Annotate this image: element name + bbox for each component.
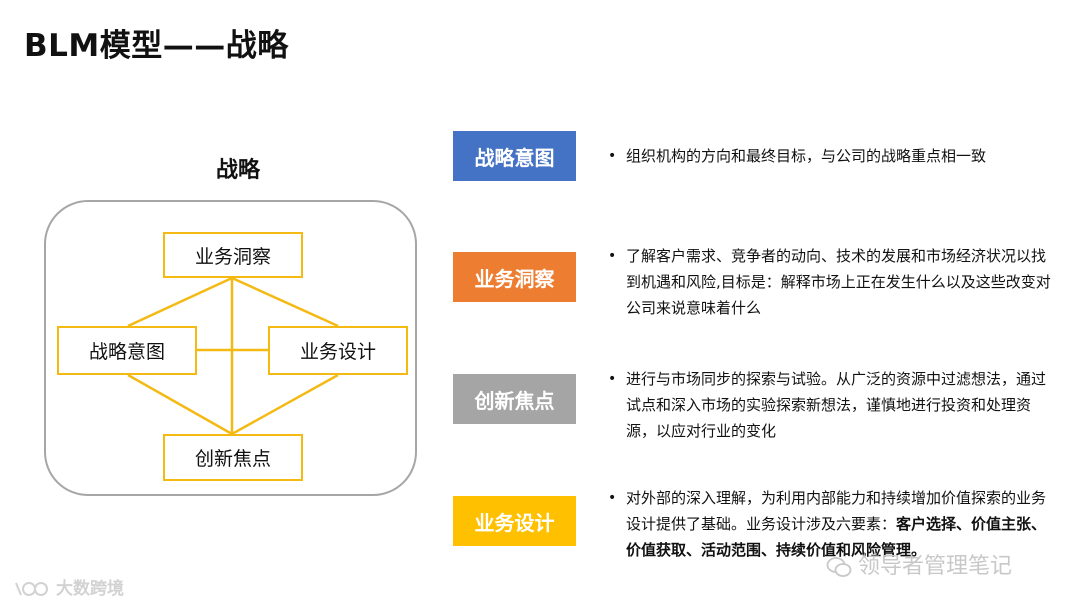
desc-business-insight: • 了解客户需求、竞争者的动向、技术的发展和市场经济状况以找到机遇和风险,目标是… [608, 243, 1058, 321]
wechat-icon [826, 557, 852, 577]
bullet-icon: • [608, 371, 617, 387]
node-strategic-intent: 战略意图 [57, 326, 197, 375]
desc-innovation-focus: • 进行与市场同步的探索与试验。从广泛的资源中过滤想法，通过试点和深入市场的实验… [608, 366, 1058, 444]
diagram-title: 战略 [215, 158, 260, 183]
label-strategic-intent: 战略意图 [453, 131, 576, 181]
watermark-logo-icon [15, 582, 48, 596]
desc-business-design: • 对外部的深入理解，为利用内部能力和持续增加价值探索的业务设计提供了基础。业务… [608, 485, 1058, 563]
label-business-insight: 业务洞察 [453, 252, 576, 302]
page-title: BLM模型——战略 [24, 28, 289, 64]
node-innovation-focus: 创新焦点 [163, 434, 303, 481]
bullet-icon: • [608, 148, 617, 164]
watermark-right: 领导者管理笔记 [826, 548, 1012, 580]
watermark-left: 大数跨境 [14, 574, 124, 599]
label-business-design: 业务设计 [453, 496, 576, 546]
node-business-insight: 业务洞察 [163, 232, 303, 278]
bullet-icon: • [608, 490, 617, 506]
desc-business-design-plain: 对外部的深入理解，为利用内部能力和持续增加价值探索的业务设计提供了基础。业务设计… [626, 489, 1047, 533]
desc-strategic-intent: • 组织机构的方向和最终目标，与公司的战略重点相一致 [608, 143, 1058, 169]
node-business-design: 业务设计 [268, 326, 408, 375]
desc-business-design-bold: 客户选择、价值主张、价值获取、活动范围、持续价值和风险管理。 [626, 515, 1047, 559]
label-innovation-focus: 创新焦点 [453, 374, 576, 424]
bullet-icon: • [608, 248, 617, 264]
